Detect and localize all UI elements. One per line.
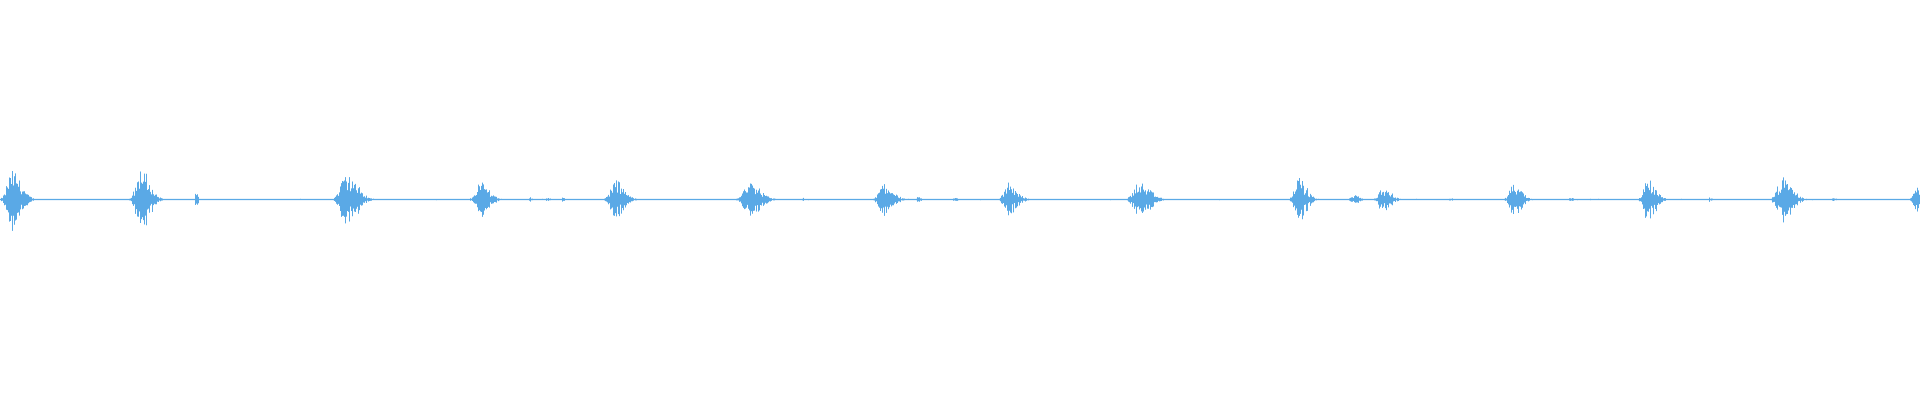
- waveform-samples: [0, 171, 1920, 231]
- waveform-trace: [0, 171, 1920, 231]
